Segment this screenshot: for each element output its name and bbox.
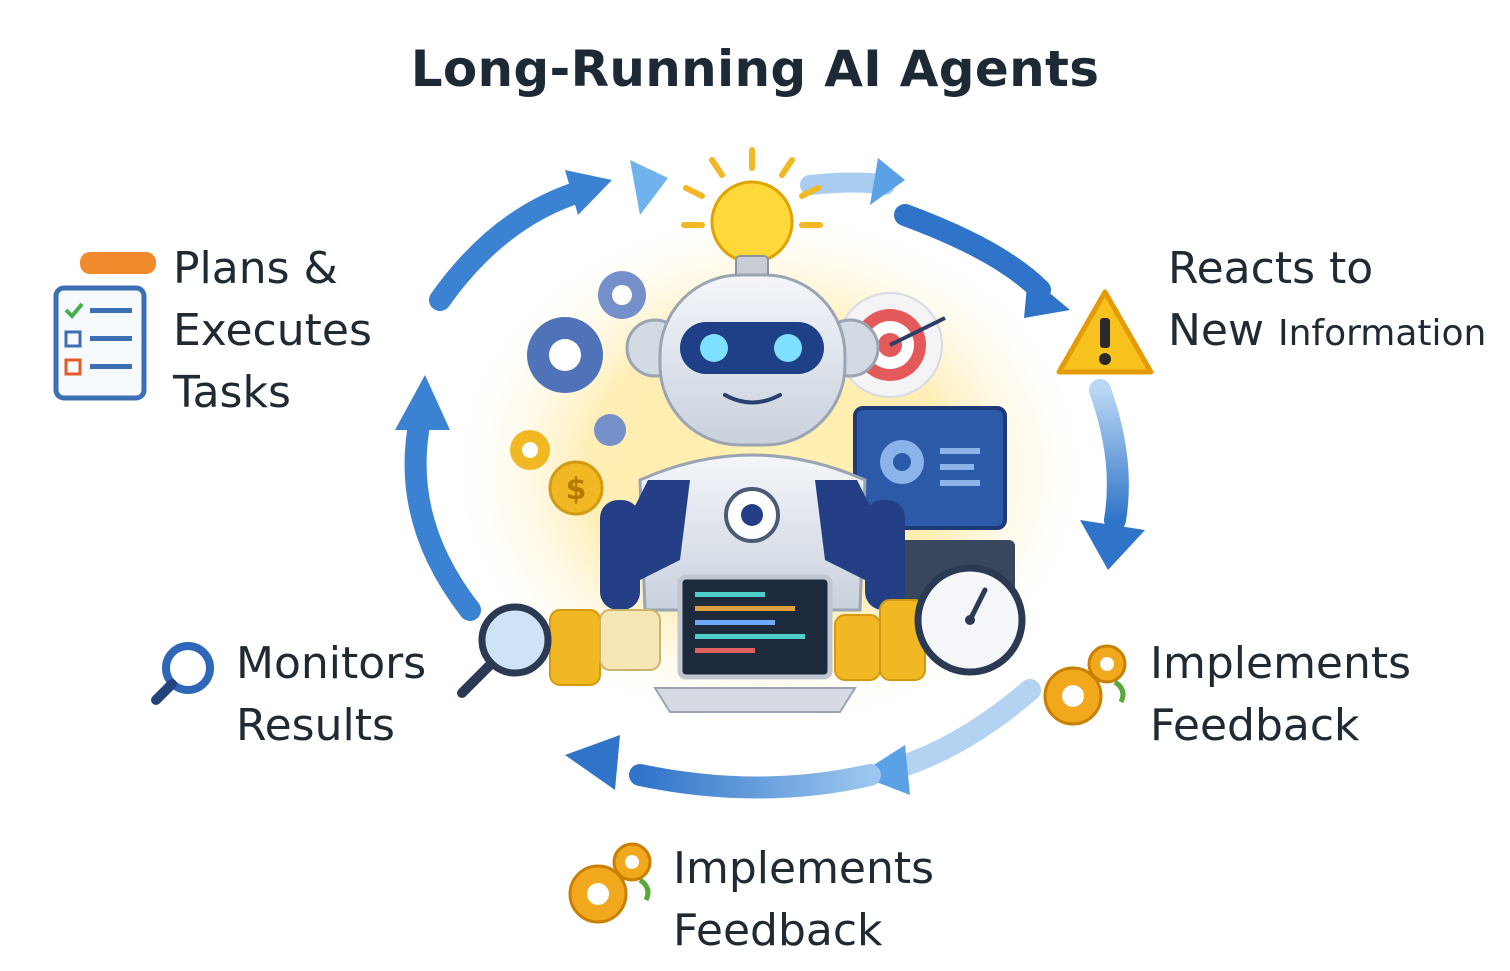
label-impl-bottom-line-2: Feedback bbox=[673, 905, 883, 956]
label-monitors-line-2: Results bbox=[236, 700, 395, 751]
arrow-head-bottom-right bbox=[858, 745, 910, 795]
magnifier-icon bbox=[150, 640, 222, 708]
arrow-head-top bbox=[630, 160, 668, 215]
label-reacts-to-new-information: Reacts to New Information bbox=[1168, 238, 1486, 365]
gears-icon bbox=[1035, 638, 1135, 733]
warning-icon bbox=[1055, 288, 1155, 376]
label-monitors-line-1: Monitors bbox=[236, 638, 427, 689]
lightbulb-icon bbox=[681, 147, 823, 287]
label-reacts-line-1: Reacts to bbox=[1168, 243, 1374, 294]
laptop-icon bbox=[653, 574, 857, 713]
arrow-head-top-right bbox=[870, 158, 905, 205]
label-implements-feedback-right: Implements Feedback bbox=[1150, 633, 1411, 757]
checklist-icon bbox=[52, 248, 157, 403]
label-monitors-results: Monitors Results bbox=[236, 633, 426, 757]
label-plans-executes-tasks: Plans & Executes Tasks bbox=[173, 238, 372, 424]
robot-illustration bbox=[600, 273, 905, 612]
label-impl-right-line-1: Implements bbox=[1150, 638, 1412, 689]
arrow-head-right-upper bbox=[1024, 275, 1070, 318]
arrow-head-bottom bbox=[565, 735, 620, 790]
arrow-head-right-lower bbox=[1080, 520, 1145, 570]
stopwatch-icon bbox=[914, 564, 1026, 676]
label-impl-right-line-2: Feedback bbox=[1150, 700, 1360, 751]
cycle-arrows bbox=[395, 158, 1145, 799]
coin-stacks bbox=[549, 599, 926, 686]
gears-icon bbox=[560, 836, 660, 931]
page-title: Long-Running AI Agents bbox=[410, 40, 1100, 98]
label-reacts-line-2b: Information bbox=[1277, 313, 1487, 354]
label-plans-line-1: Plans & bbox=[173, 243, 338, 294]
arrow-head-top-left bbox=[565, 170, 612, 215]
label-impl-bottom-line-1: Implements bbox=[673, 843, 935, 894]
label-reacts-line-2a: New bbox=[1168, 305, 1264, 356]
svg-text:$: $ bbox=[566, 472, 587, 507]
magnifier-prop bbox=[457, 603, 552, 698]
label-implements-feedback-bottom: Implements Feedback bbox=[673, 838, 934, 962]
gear-cluster-left: $ bbox=[510, 271, 646, 516]
arrow-head-left bbox=[395, 375, 450, 430]
label-plans-line-2: Executes bbox=[173, 305, 372, 356]
label-plans-line-3: Tasks bbox=[173, 367, 291, 418]
